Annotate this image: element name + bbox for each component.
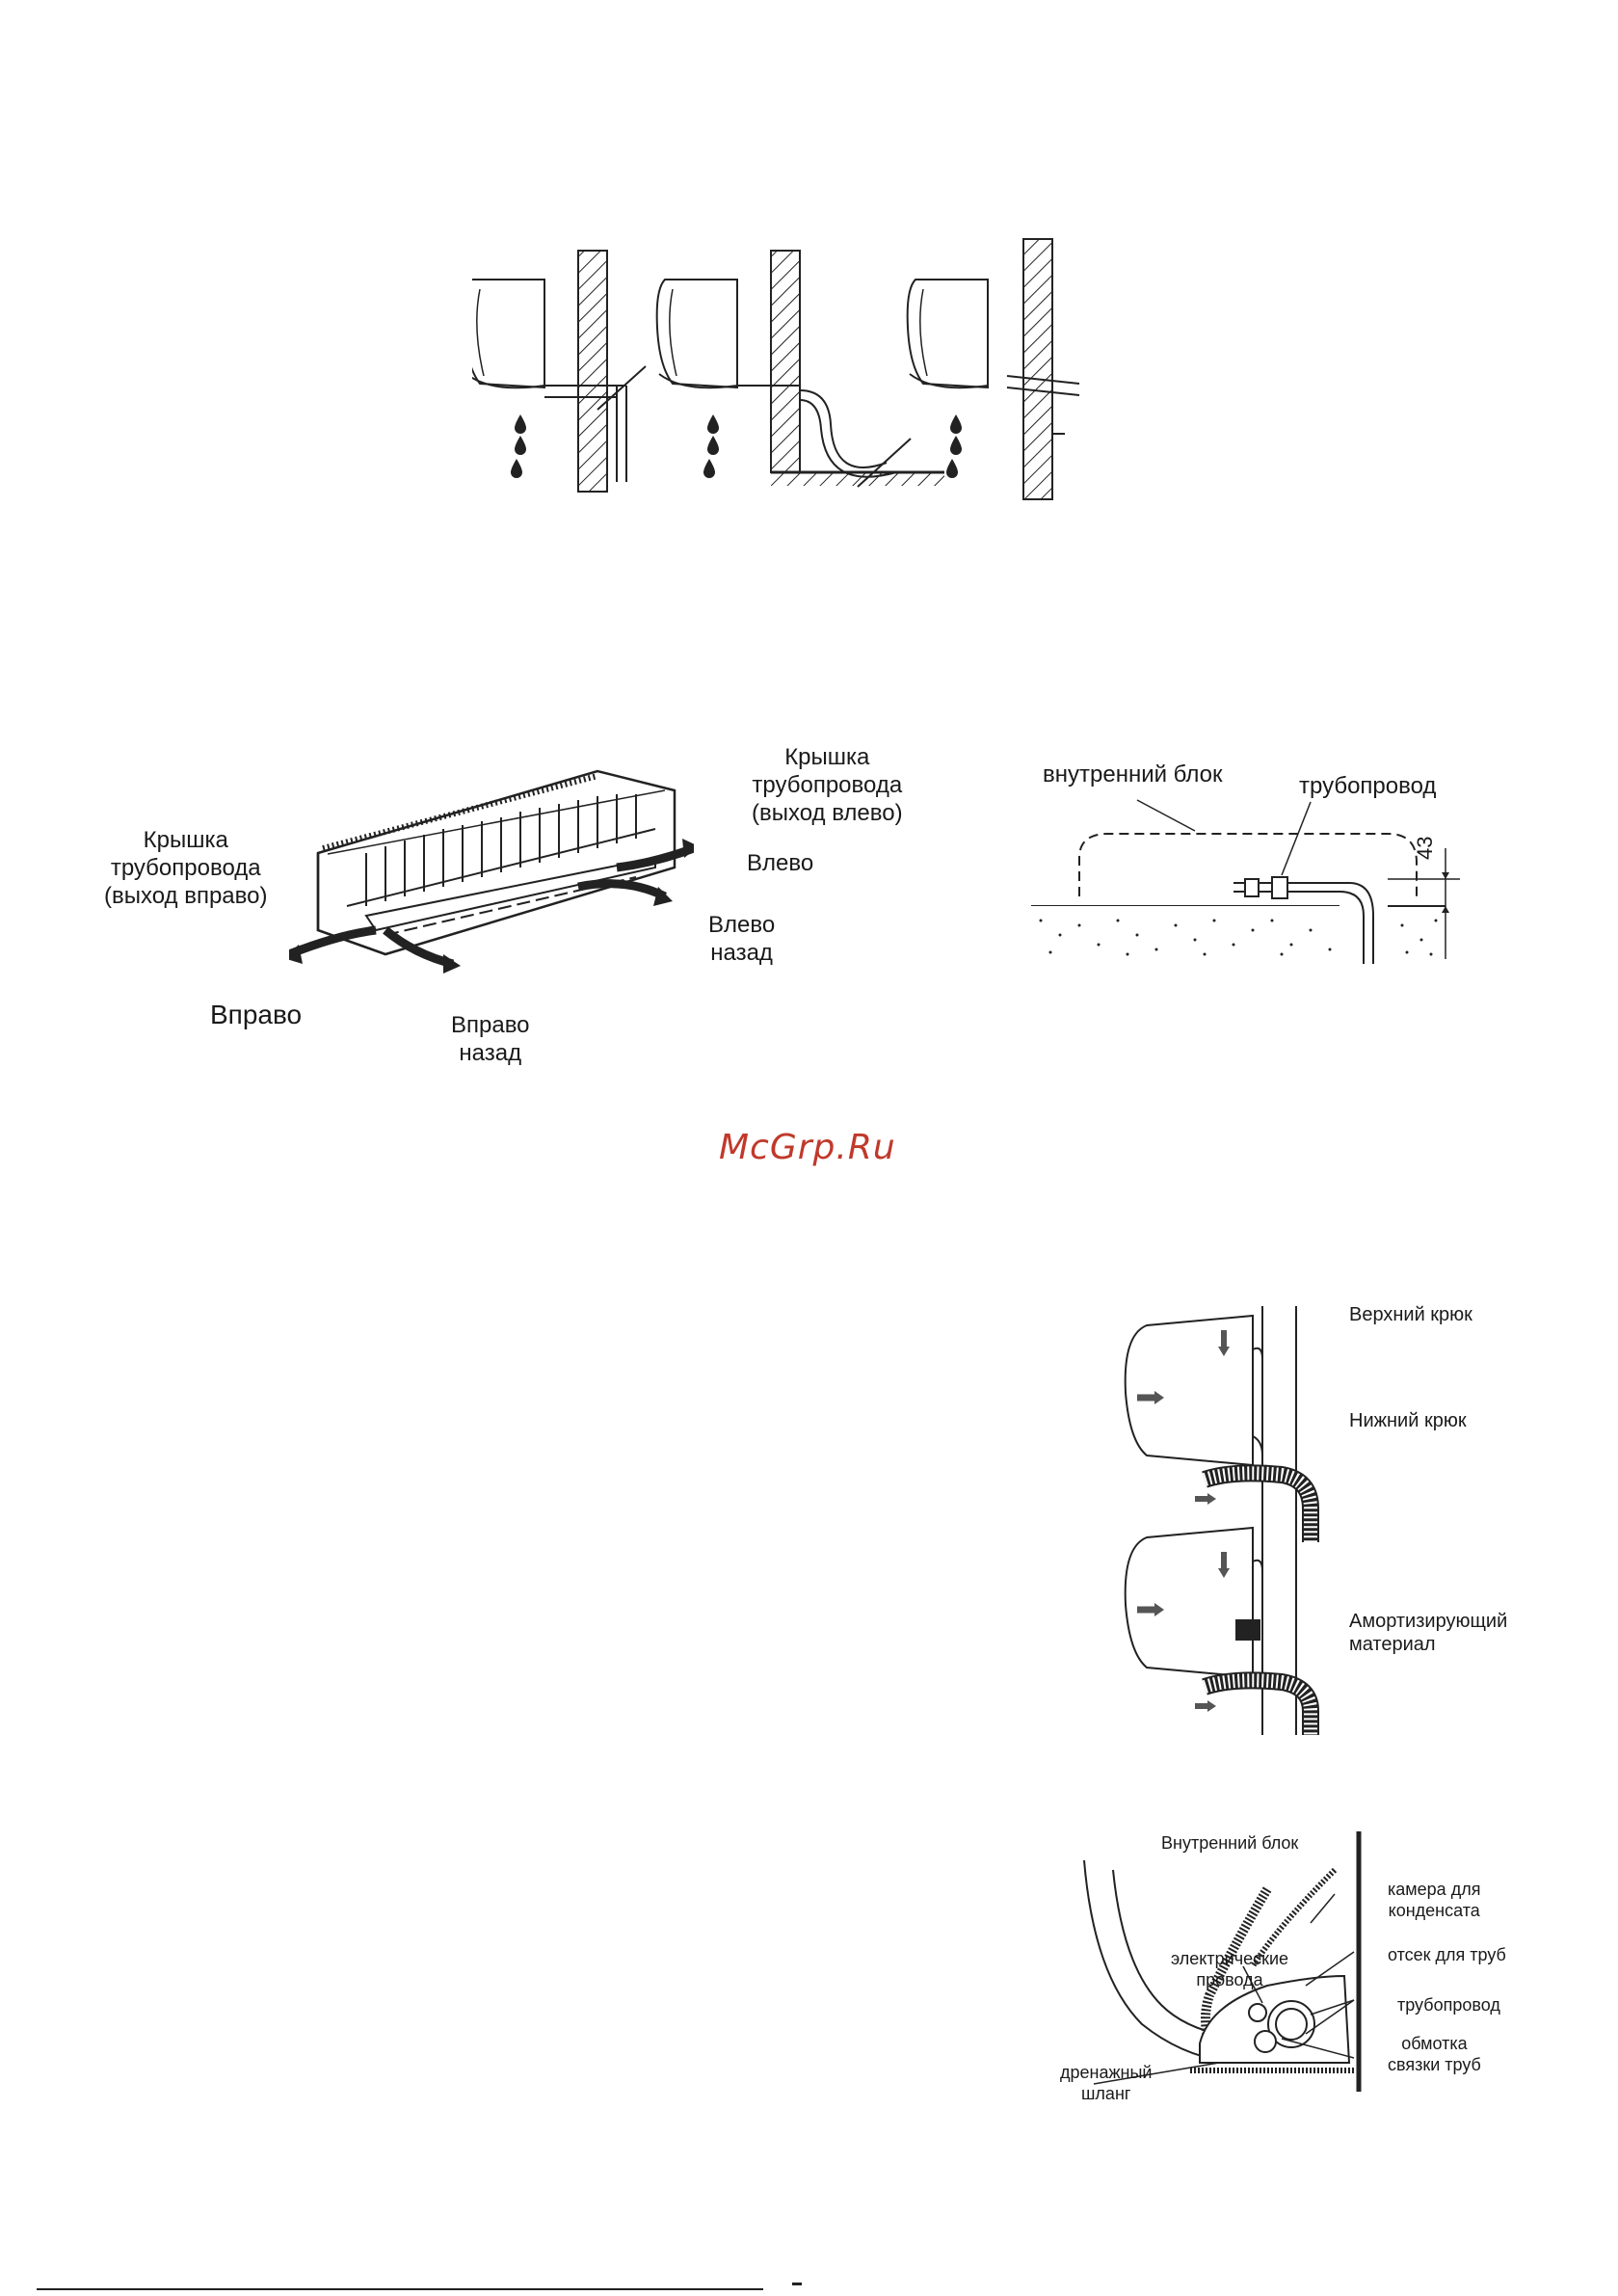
cover-right-line-3: (выход вправо) [104, 882, 268, 909]
wires-line-1: электрические [1171, 1949, 1289, 1968]
section-indoor-unit-label: Внутренний блок [1161, 1833, 1299, 1853]
lower-hook-label: Нижний крюк [1349, 1410, 1467, 1431]
cover-right-line-1: Крышка [143, 827, 228, 853]
cushion-label: Амортизирующий материал [1349, 1610, 1507, 1656]
cover-left-label: Крышка трубопровода (выход влево) [752, 744, 903, 827]
drain-panel-wrong-1 [472, 250, 647, 493]
drain-hose-line-2: шланг [1080, 2083, 1131, 2103]
page-number-mark [792, 2283, 802, 2285]
cushion-line-2: материал [1349, 1634, 1436, 1655]
left-label: Влево [747, 850, 814, 876]
drain-hose-line-1: дренажный [1060, 2063, 1153, 2082]
cross-section-diagram [1083, 1831, 1362, 2092]
right-back-line-2: назад [459, 1039, 522, 1066]
footer-rule [37, 2288, 763, 2290]
wires-line-2: провода [1196, 1969, 1263, 1989]
watermark-text: McGrp.Ru [719, 1128, 896, 1167]
right-label: Вправо [210, 1000, 303, 1029]
indoor-unit-label: внутренний блок [1043, 761, 1223, 788]
left-back-line-2: назад [710, 939, 773, 966]
cover-left-line-1: Крышка [784, 744, 870, 770]
piping-label: трубопровод [1299, 773, 1437, 799]
drain-panel-wrong-3 [906, 238, 1080, 500]
drain-panel-wrong-2 [655, 250, 944, 488]
dimension-43: 43 [1413, 836, 1437, 860]
wires-label: электрические провода [1171, 1949, 1288, 1990]
cover-left-line-2: трубопровода [752, 771, 903, 798]
cushion-line-1: Амортизирующий [1349, 1611, 1508, 1632]
right-back-line-1: Вправо [451, 1012, 530, 1038]
condensate-line-1: камера для [1388, 1880, 1481, 1899]
wrap-line-2: связки труб [1388, 2054, 1481, 2074]
condensate-label: камера для конденсата [1388, 1880, 1480, 1921]
drain-hose-label: дренажный шланг [1060, 2063, 1152, 2104]
height-dimension-diagram [1031, 799, 1460, 964]
hooks-diagram [1124, 1306, 1319, 1735]
drain-routing-diagram [472, 238, 1080, 500]
left-back-line-1: Влево [708, 912, 776, 938]
cover-right-line-2: трубопровода [110, 854, 261, 881]
pipe-directions-diagram [289, 769, 694, 974]
wrap-line-1: обмотка [1401, 2034, 1468, 2053]
right-back-label: Вправо назад [451, 1012, 530, 1068]
wrap-label: обмотка связки труб [1388, 2034, 1481, 2075]
cover-left-line-3: (выход влево) [752, 799, 903, 826]
upper-hook-label: Верхний крюк [1349, 1304, 1472, 1325]
condensate-line-2: конденсата [1388, 1900, 1480, 1920]
cover-right-label: Крышка трубопровода (выход вправо) [104, 827, 267, 910]
left-back-label: Влево назад [708, 912, 775, 968]
pipe-compartment-label: отсек для труб [1388, 1945, 1506, 1964]
section-piping-label: трубопровод [1397, 1995, 1500, 2015]
